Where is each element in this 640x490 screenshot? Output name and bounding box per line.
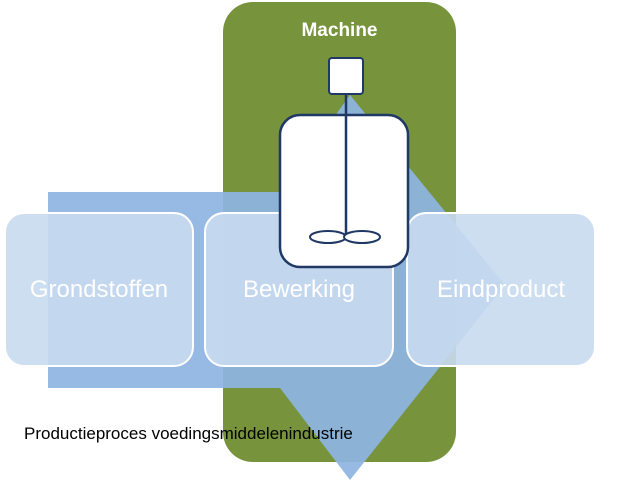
mixer-blade-left [309,230,347,244]
mixer-blade-right [343,230,381,244]
stage-label: Eindproduct [436,275,566,303]
mixer-motor [328,57,364,95]
stage-eindproduct: Eindproduct [406,212,596,367]
machine-title: Machine [301,20,378,41]
stage-label: Bewerking [242,275,356,303]
mixer-vessel [278,113,410,269]
stage-label: Grondstoffen [29,275,169,303]
diagram-caption: Productieproces voedingsmiddelenindustri… [24,424,353,443]
stage-grondstoffen: Grondstoffen [4,212,194,367]
